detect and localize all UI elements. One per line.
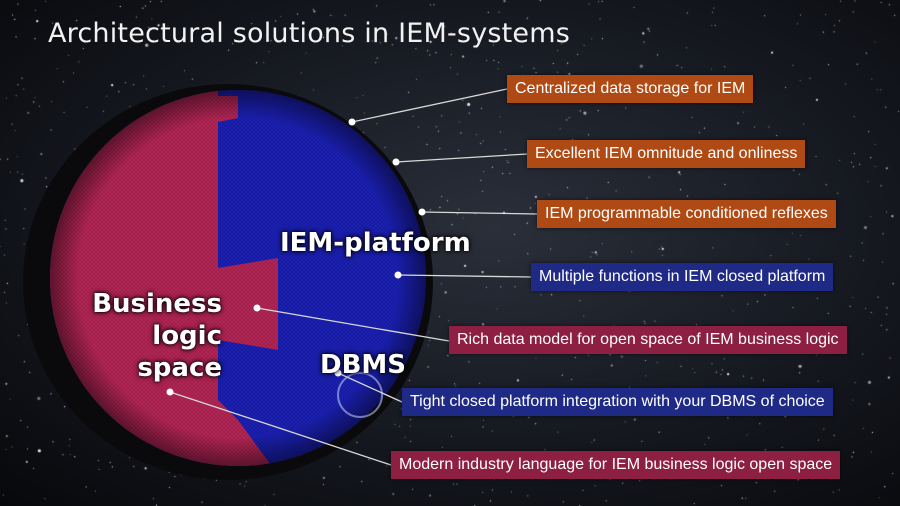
connector-4: [397, 274, 532, 278]
callout-centralized-storage: Centralized data storage for IEM: [507, 75, 754, 103]
business-logic-label: Business logic space: [28, 288, 222, 384]
connector-dots: [166, 118, 426, 396]
callout-modern-language: Modern industry language for IEM busines…: [391, 451, 841, 479]
callout-omnitude-onliness: Excellent IEM omnitude and onliness: [527, 140, 806, 168]
connector-6: [337, 372, 403, 403]
connector-lines: [169, 88, 538, 466]
connector-7: [169, 391, 392, 466]
business-logic-label-line2: space: [137, 353, 222, 383]
callout-dbms-integration: Tight closed platform integration with y…: [402, 388, 833, 416]
slide-title: Architectural solutions in IEM-systems: [48, 18, 571, 49]
business-logic-label-line1: Business logic: [92, 289, 222, 351]
callout-rich-data-model: Rich data model for open space of IEM bu…: [449, 326, 847, 354]
connector-1: [351, 88, 508, 123]
callout-conditioned-reflexes: IEM programmable conditioned reflexes: [537, 200, 836, 228]
callout-multiple-functions: Multiple functions in IEM closed platfor…: [531, 263, 834, 291]
dbms-ring-icon: [337, 372, 383, 418]
iem-platform-label: IEM-platform: [280, 228, 471, 258]
dbms-label: DBMS: [320, 350, 406, 380]
connector-5: [256, 307, 450, 342]
connector-3: [421, 211, 538, 215]
connector-2: [395, 153, 528, 163]
